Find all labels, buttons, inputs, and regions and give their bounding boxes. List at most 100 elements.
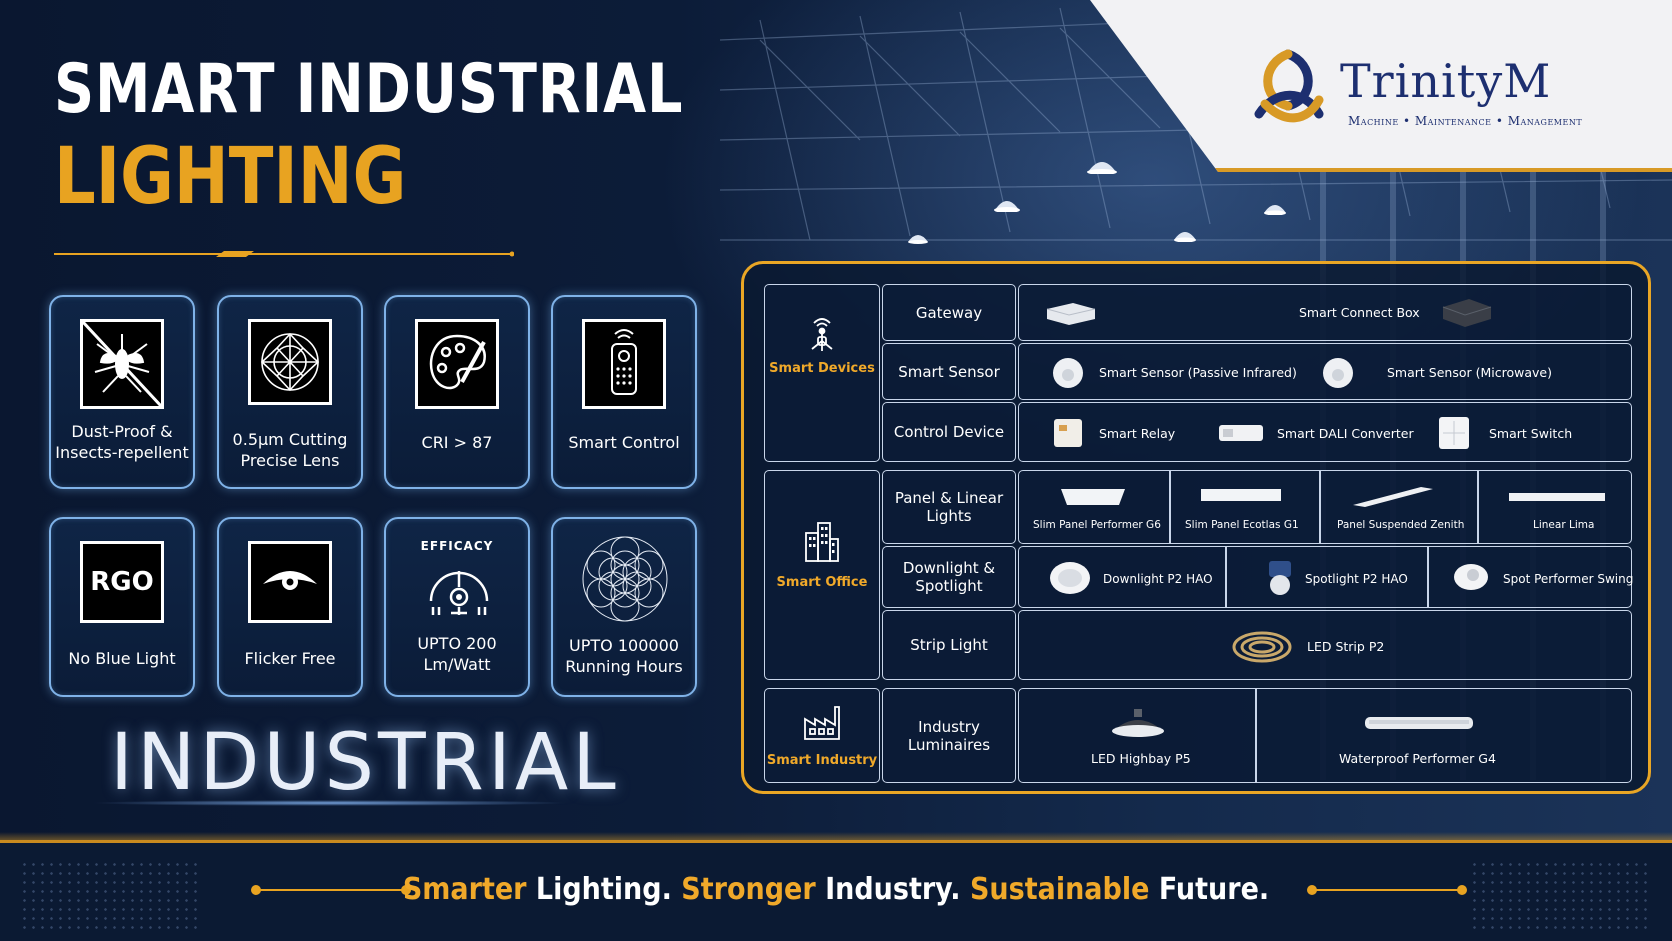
- page-title-line2: LIGHTING: [54, 132, 407, 222]
- tagline-word: Smarter: [402, 872, 527, 907]
- tagline-line-right: [1307, 885, 1467, 895]
- eye-icon: [248, 541, 332, 623]
- group-control-device[interactable]: Control Device: [882, 402, 1016, 462]
- item-label[interactable]: Waterproof Performer G4: [1339, 751, 1496, 766]
- microwave-sensor-thumb: [1323, 358, 1353, 388]
- linear-lima-thumb: [1509, 493, 1605, 501]
- item-label[interactable]: LED Highbay P5: [1091, 751, 1191, 766]
- connect-box-dark-thumb: [1442, 299, 1492, 327]
- item-label[interactable]: Slim Panel Ecotlas G1: [1185, 519, 1299, 531]
- efficacy-gauge-icon: [429, 571, 489, 615]
- divider: [1477, 471, 1479, 543]
- divider: [1427, 547, 1429, 607]
- group-industry-luminaires[interactable]: Industry Luminaires: [882, 688, 1016, 783]
- group-downlight-spotlight[interactable]: Downlight & Spotlight: [882, 546, 1016, 608]
- item-label[interactable]: Smart Sensor (Passive Infrared): [1099, 365, 1297, 380]
- tagline-line-left: [251, 885, 411, 895]
- row-downlight-items: Downlight P2 HAO Spotlight P2 HAO Spot P…: [1018, 546, 1634, 608]
- feature-card-no-blue-light: RGO No Blue Light: [49, 517, 195, 697]
- row-industry-items: LED Highbay P5 Waterproof Performer G4: [1018, 688, 1632, 783]
- trinity-knot-icon: [1254, 49, 1324, 123]
- group-smart-sensor[interactable]: Smart Sensor: [882, 343, 1016, 400]
- feature-card-running-hours: UPTO 100000 Running Hours: [551, 517, 697, 697]
- led-strip-thumb: [1232, 631, 1292, 663]
- tagline-word: Stronger: [681, 872, 816, 907]
- item-label[interactable]: Smart Sensor (Microwave): [1387, 365, 1552, 380]
- section-word: INDUSTRIAL: [110, 718, 620, 808]
- item-label[interactable]: Linear Lima: [1533, 519, 1595, 531]
- item-label[interactable]: Spotlight P2 HAO: [1305, 572, 1408, 586]
- page-title-line1: SMART INDUSTRIAL: [54, 50, 684, 129]
- mosquito-icon: [80, 319, 164, 409]
- group-strip-light[interactable]: Strip Light: [882, 610, 1016, 680]
- tagline-word: Sustainable: [969, 872, 1150, 907]
- downlight-thumb: [1050, 562, 1090, 594]
- tagline-word: Future.: [1149, 872, 1270, 907]
- item-label[interactable]: Spot Performer Swing: [1503, 572, 1634, 586]
- dali-converter-thumb: [1219, 425, 1263, 441]
- dot-pattern-right: [1470, 860, 1650, 930]
- palette-icon: [415, 319, 499, 409]
- smart-switch-thumb: [1439, 417, 1469, 449]
- item-label[interactable]: Downlight P2 HAO: [1103, 572, 1213, 586]
- feature-label: UPTO 100000 Running Hours: [565, 636, 683, 676]
- highbay-thumb: [1112, 709, 1164, 737]
- divider: [1319, 471, 1321, 543]
- product-catalog-panel: Smart Devices Gateway Smart Connect Box …: [741, 261, 1651, 794]
- category-smart-office[interactable]: Smart Office: [764, 470, 880, 680]
- group-gateway[interactable]: Gateway: [882, 284, 1016, 341]
- feature-card-dust-proof: Dust-Proof & Insects-repellent: [49, 295, 195, 489]
- brand-name[interactable]: TrinityM: [1340, 54, 1552, 108]
- footer-glow: [0, 832, 1672, 840]
- category-smart-devices[interactable]: Smart Devices: [764, 284, 880, 462]
- spot-swing-thumb: [1454, 564, 1488, 590]
- tagline-word: Industry.: [815, 872, 970, 907]
- relay-thumb: [1054, 419, 1082, 447]
- category-label: Smart Industry: [766, 753, 878, 768]
- item-label[interactable]: Smart DALI Converter: [1277, 426, 1414, 441]
- high-bay-lamp: [994, 201, 1020, 212]
- item-label[interactable]: Smart Relay: [1099, 426, 1176, 441]
- connect-box-thumb: [1046, 303, 1096, 325]
- feature-card-smart-control: Smart Control: [551, 295, 697, 489]
- divider: [1169, 471, 1171, 543]
- remote-icon: [582, 319, 666, 409]
- item-label[interactable]: Slim Panel Performer G6: [1033, 519, 1161, 531]
- item-label[interactable]: LED Strip P2: [1307, 639, 1385, 654]
- category-label: Smart Office: [776, 575, 868, 590]
- spotlight-thumb: [1269, 561, 1291, 595]
- feature-card-efficacy: EFFICACY UPTO 200 Lm/Watt: [384, 517, 530, 697]
- feature-label: 0.5μm Cutting Precise Lens: [232, 430, 348, 470]
- rgo-text: RGO: [90, 567, 154, 597]
- slim-panel-g6-thumb: [1061, 489, 1125, 505]
- dot-pattern-left: [20, 860, 200, 930]
- wireless-hub-icon: [811, 318, 833, 351]
- slim-panel-g1-thumb: [1201, 489, 1281, 501]
- brand-tagline: Machine • Maintenance • Management: [1348, 114, 1583, 128]
- row-panel-items: Slim Panel Performer G6 Slim Panel Ecotl…: [1018, 470, 1632, 544]
- row-gateway-items: Smart Connect Box: [1018, 284, 1632, 341]
- divider: [1225, 547, 1227, 607]
- item-label[interactable]: Smart Connect Box: [1299, 305, 1420, 320]
- waterproof-g4-thumb: [1365, 717, 1473, 729]
- section-word-glow: [90, 800, 570, 806]
- pir-sensor-thumb: [1053, 358, 1083, 388]
- category-label: Smart Devices: [769, 361, 875, 376]
- divider: [1255, 689, 1257, 782]
- item-label[interactable]: Panel Suspended Zenith: [1337, 519, 1465, 531]
- rgo-icon: RGO: [80, 541, 164, 623]
- group-panel-linear[interactable]: Panel & Linear Lights: [882, 470, 1016, 544]
- row-strip-items: LED Strip P2: [1018, 610, 1632, 680]
- high-bay-lamp: [908, 235, 928, 244]
- high-bay-lamp: [1087, 162, 1117, 174]
- lens-icon: [248, 319, 332, 405]
- footer-tagline: Smarter Lighting. Stronger Industry. Sus…: [84, 872, 1589, 907]
- panel-zenith-thumb: [1353, 487, 1433, 507]
- feature-label: Dust-Proof & Insects-repellent: [55, 422, 189, 462]
- category-smart-industry[interactable]: Smart Industry: [764, 688, 880, 783]
- office-building-icon: [805, 522, 839, 562]
- item-label[interactable]: Smart Switch: [1489, 426, 1573, 441]
- tagline-word: Lighting.: [526, 872, 682, 907]
- feature-card-lens: 0.5μm Cutting Precise Lens: [217, 295, 363, 489]
- feature-card-flicker-free: Flicker Free: [217, 517, 363, 697]
